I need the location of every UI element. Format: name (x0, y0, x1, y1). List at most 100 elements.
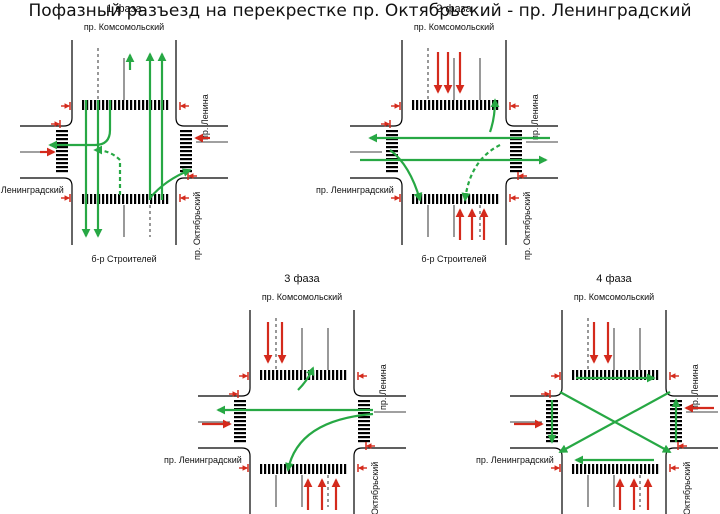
crosswalk-stripe (572, 370, 575, 380)
crosswalk-stripe (126, 194, 129, 204)
crosswalk-stripe (386, 130, 398, 133)
crosswalk-stripe (142, 194, 145, 204)
crosswalk-stripe (56, 154, 68, 157)
crosswalk-stripe (472, 100, 475, 110)
street-label-west: пр. Ленинградский (0, 185, 64, 195)
crosswalk-stripe (56, 130, 68, 133)
crosswalk-stripe (386, 154, 398, 157)
crosswalk-stripe (56, 166, 68, 169)
phase-label: 4 фаза (596, 273, 632, 285)
crosswalk-stripe (102, 100, 105, 110)
crosswalk-stripe (94, 100, 97, 110)
crosswalk-stripe (386, 170, 398, 173)
crosswalk-stripe (358, 416, 370, 419)
crosswalk-stripe (316, 464, 319, 474)
crosswalk-stripe (106, 100, 109, 110)
traffic-arrow-right-turn (488, 98, 500, 133)
crosswalk-stripe (492, 194, 495, 204)
crosswalk-stripe (424, 100, 427, 110)
crosswalk-stripe (592, 464, 595, 474)
phase-label: 1 фаза (106, 3, 142, 15)
diagram-title: Пофазный разъезд на перекрестке пр. Октя… (28, 1, 692, 21)
street-label-southeast: пр. Октябрьский (682, 462, 692, 514)
crosswalk-stripe (56, 142, 68, 145)
crosswalk-stripe (300, 464, 303, 474)
phase-label: 2 фаза (436, 3, 472, 15)
crosswalk-stripe (324, 464, 327, 474)
movements (202, 322, 375, 510)
crosswalk-stripe (624, 370, 627, 380)
crosswalk-stripe (332, 464, 335, 474)
crosswalk-stripe (180, 134, 192, 137)
crosswalk-stripe (106, 194, 109, 204)
crosswalk-stripe (180, 158, 192, 161)
road-outline (20, 40, 228, 245)
crosswalk-stripe (126, 100, 129, 110)
crosswalk-stripe (234, 420, 246, 423)
crosswalk-stripe (628, 370, 631, 380)
crosswalk-stripe (324, 370, 327, 380)
crosswalk-stripe (628, 464, 631, 474)
crosswalk-stripe (102, 194, 105, 204)
crosswalk-stripe (624, 464, 627, 474)
crosswalk-stripe (130, 194, 133, 204)
crosswalk-stripe (130, 100, 133, 110)
crosswalks (56, 100, 192, 204)
crosswalk-stripe (110, 194, 113, 204)
curb-nw (350, 40, 403, 127)
crosswalk-stripe (636, 464, 639, 474)
crosswalk-stripe (134, 194, 137, 204)
crosswalk-stripe (510, 154, 522, 157)
crosswalk-stripe (260, 370, 263, 380)
crosswalk-stripe (468, 194, 471, 204)
movements (514, 322, 714, 510)
traffic-arrow-right-turn (389, 149, 423, 202)
crosswalk-stripe (620, 370, 623, 380)
crosswalk-stripe (456, 194, 459, 204)
crosswalk-stripe (358, 428, 370, 431)
crosswalk-stripe (460, 100, 463, 110)
crosswalk-stripe (584, 370, 587, 380)
street-label-north: пр. Комсомольский (574, 292, 654, 302)
crosswalk-stripe (180, 166, 192, 169)
street-label-southeast: пр. Октябрьский (522, 192, 532, 260)
crosswalk-stripe (620, 464, 623, 474)
crosswalk-stripe (56, 150, 68, 153)
crosswalk-stripe (180, 130, 192, 133)
crosswalk-stripe (386, 146, 398, 149)
crosswalk-stripe (456, 100, 459, 110)
crosswalk-stripe (496, 194, 499, 204)
crosswalk-stripe (358, 424, 370, 427)
crosswalk-stripe (612, 464, 615, 474)
crosswalk-stripe (600, 370, 603, 380)
crosswalk-stripe (440, 100, 443, 110)
curb-ne (505, 40, 558, 127)
crosswalk-stripe (484, 194, 487, 204)
crosswalk-stripe (234, 416, 246, 419)
crosswalk-stripe (588, 370, 591, 380)
crosswalk-stripe (596, 370, 599, 380)
crosswalk-stripe (358, 404, 370, 407)
crosswalk-stripe (448, 194, 451, 204)
crosswalk-stripe (510, 142, 522, 145)
crosswalk-stripe (656, 370, 659, 380)
crosswalk-stripe (180, 138, 192, 141)
crosswalk-stripe (386, 134, 398, 137)
crosswalk-stripe (386, 162, 398, 165)
crosswalk-stripe (616, 464, 619, 474)
crosswalk-stripe (386, 166, 398, 169)
crosswalk-stripe (358, 412, 370, 415)
crosswalk-stripe (612, 370, 615, 380)
crosswalk-stripe (138, 194, 141, 204)
street-label-west: пр. Ленинградский (476, 455, 554, 465)
crosswalk-stripe (510, 130, 522, 133)
curb-ne (175, 40, 228, 127)
road-outline (350, 40, 558, 245)
crosswalk-stripe (412, 100, 415, 110)
crosswalk-stripe (444, 100, 447, 110)
crosswalk-stripe (476, 194, 479, 204)
street-label-east: пр. Ленина (530, 94, 540, 140)
crosswalk-stripe (510, 134, 522, 137)
crosswalk-stripe (336, 370, 339, 380)
